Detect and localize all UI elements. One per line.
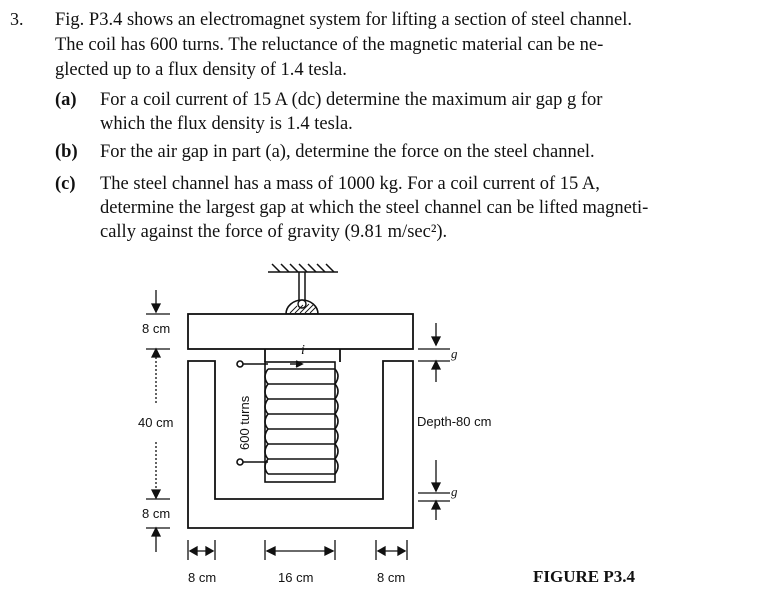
part-line: cally against the force of gravity (9.81…	[100, 222, 448, 242]
dim-right-leg: 8 cm	[377, 570, 405, 585]
problem-number: 3.	[10, 9, 24, 29]
part-line: which the flux density is 1.4 tesla.	[100, 114, 353, 134]
core-top-bar	[187, 313, 414, 350]
part-line: For the air gap in part (a), determine t…	[100, 142, 595, 162]
part-a-label: (a)	[55, 90, 77, 110]
ceiling-support	[268, 263, 338, 302]
hinge-joint	[285, 299, 319, 315]
dim-top-thickness: 8 cm	[142, 321, 170, 336]
core-center-leg	[264, 349, 341, 362]
dim-middle-height: 40 cm	[138, 415, 173, 430]
part-b-text: For the air gap in part (a), determine t…	[100, 140, 595, 164]
problem-intro: Fig. P3.4 shows an electromagnet system …	[55, 8, 745, 83]
coil-winding	[236, 360, 339, 483]
gap-label-bottom: g	[451, 484, 458, 499]
part-line: determine the largest gap at which the s…	[100, 198, 649, 218]
left-dimensions	[146, 290, 170, 552]
dim-bottom-thickness: 8 cm	[142, 506, 170, 521]
figure-caption: FIGURE P3.4	[533, 567, 635, 586]
intro-line: The coil has 600 turns. The reluctance o…	[55, 35, 604, 55]
dim-window: 16 cm	[278, 570, 313, 585]
depth-label: Depth-80 cm	[417, 414, 491, 429]
current-label: i	[301, 343, 305, 358]
part-c-label: (c)	[55, 174, 76, 194]
part-line: The steel channel has a mass of 1000 kg.…	[100, 174, 600, 194]
gap-dimensions	[418, 323, 450, 520]
steel-channel	[187, 360, 414, 529]
turns-label: 600 turns	[237, 395, 252, 450]
dim-left-leg: 8 cm	[188, 570, 216, 585]
intro-line: glected up to a flux density of 1.4 tesl…	[55, 60, 347, 80]
intro-line: Fig. P3.4 shows an electromagnet system …	[55, 10, 632, 30]
bottom-dimensions	[187, 540, 408, 560]
gap-label-top: g	[451, 346, 458, 361]
part-a-text: For a coil current of 15 A (dc) determin…	[100, 88, 602, 136]
part-line: For a coil current of 15 A (dc) determin…	[100, 90, 603, 110]
part-b-label: (b)	[55, 142, 78, 162]
part-c-text: The steel channel has a mass of 1000 kg.…	[100, 172, 648, 244]
